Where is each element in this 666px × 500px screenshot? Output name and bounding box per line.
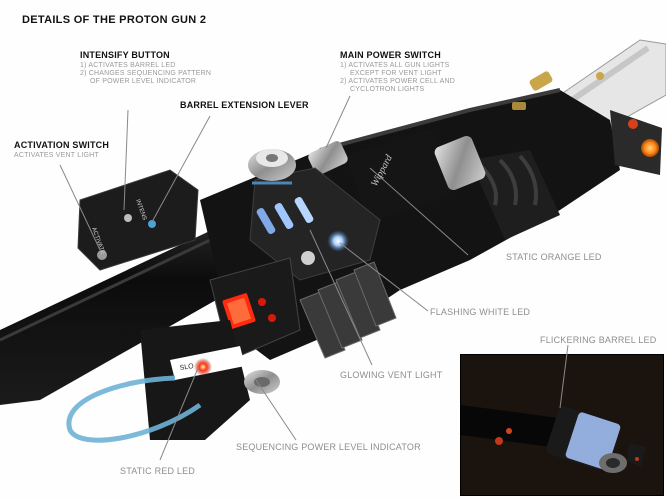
intensify-desc-3: OF POWER LEVEL INDICATOR bbox=[90, 78, 197, 85]
activation-desc: ACTIVATES VENT LIGHT bbox=[14, 152, 99, 159]
intensify-desc-2: 2) CHANGES SEQUENCING PATTERN bbox=[80, 70, 212, 77]
main-power-heading: MAIN POWER SWITCH bbox=[340, 50, 441, 60]
main-power-desc-4: CYCLOTRON LIGHTS bbox=[350, 86, 425, 93]
flickering-barrel-label: FLICKERING BARREL LED bbox=[540, 335, 657, 345]
main-power-desc-3: 2) ACTIVATES POWER CELL AND bbox=[340, 78, 455, 85]
orange-led bbox=[641, 139, 659, 157]
static-red-label: STATIC RED LED bbox=[120, 466, 195, 476]
flashing-white-label: FLASHING WHITE LED bbox=[430, 307, 531, 317]
figure-title: DETAILS OF THE PROTON GUN 2 bbox=[22, 14, 207, 26]
barrel-lever-heading: BARREL EXTENSION LEVER bbox=[180, 100, 309, 110]
svg-text:SLO: SLO bbox=[179, 363, 194, 372]
static-orange-label: STATIC ORANGE LED bbox=[506, 252, 602, 262]
intensify-desc-1: 1) ACTIVATES BARREL LED bbox=[80, 62, 176, 69]
main-power-label-group: MAIN POWER SWITCH 1) ACTIVATES ALL GUN L… bbox=[340, 50, 455, 94]
sequencing-label: SEQUENCING POWER LEVEL INDICATOR bbox=[236, 442, 421, 452]
flashing-white-led bbox=[327, 230, 349, 252]
main-power-desc-2: EXCEPT FOR VENT LIGHT bbox=[350, 70, 442, 77]
main-power-desc-1: 1) ACTIVATES ALL GUN LIGHTS bbox=[340, 62, 450, 69]
activation-heading: ACTIVATION SWITCH bbox=[14, 140, 110, 150]
intensify-heading: INTENSIFY BUTTON bbox=[80, 50, 170, 60]
intensify-label-group: INTENSIFY BUTTON 1) ACTIVATES BARREL LED… bbox=[80, 50, 211, 86]
inset-photo bbox=[460, 354, 664, 496]
activation-label-group: ACTIVATION SWITCH ACTIVATES VENT LIGHT bbox=[14, 140, 109, 160]
glowing-vent-label: GLOWING VENT LIGHT bbox=[340, 370, 443, 380]
static-red-led bbox=[194, 358, 212, 376]
blue-tube bbox=[66, 375, 202, 443]
